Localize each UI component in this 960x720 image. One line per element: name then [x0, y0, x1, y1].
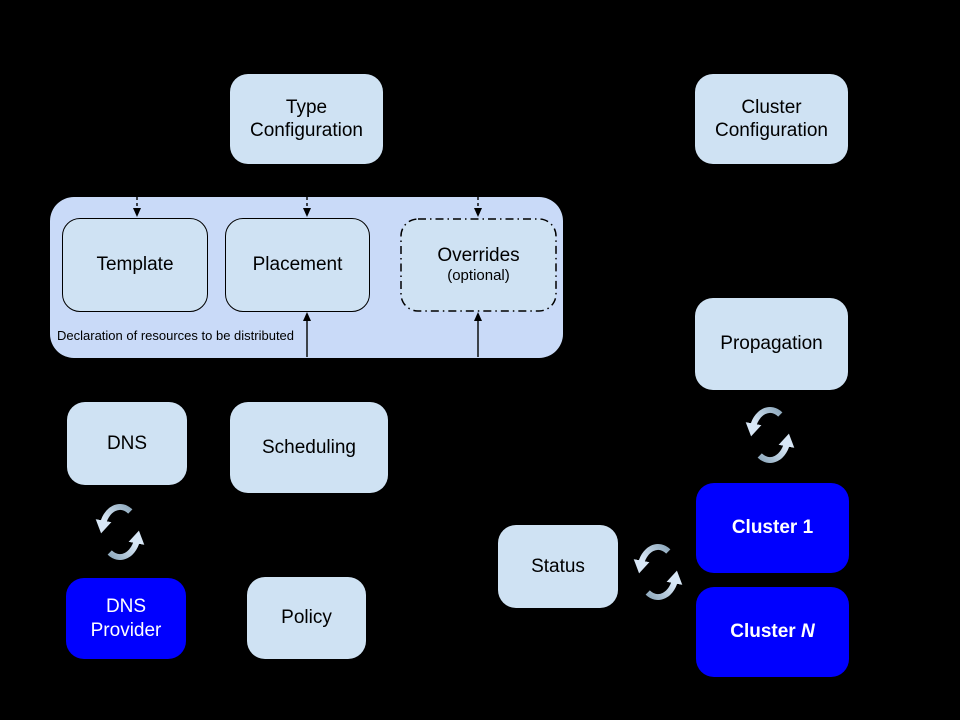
type-configuration-label-line2: Configuration [249, 120, 364, 141]
arrow-typeconfig-to-placement [303, 197, 311, 217]
sync-icon-status [633, 544, 683, 600]
scheduling-label: Scheduling [261, 436, 357, 458]
sync-icon-propagation [745, 407, 795, 463]
node-propagation: Propagation [695, 298, 848, 390]
container-caption: Declaration of resources to be distribut… [57, 328, 295, 343]
overrides-sublabel: (optional) [447, 267, 510, 285]
arrow-up-to-placement [303, 312, 311, 357]
cluster-1-label-suffix: 1 [802, 517, 814, 539]
type-configuration-label-line1: Type [285, 96, 328, 118]
sync-icon-dns [95, 504, 145, 560]
node-overrides: Overrides (optional) [400, 218, 557, 312]
overrides-label-group: Overrides (optional) [437, 244, 519, 285]
placement-label: Placement [252, 254, 343, 276]
cluster-n-label-suffix: N [801, 621, 815, 643]
resource-declaration-container: Template Placement Overrides (optional) … [50, 197, 563, 358]
cluster-n-label-prefix: Cluster [730, 621, 796, 643]
propagation-label: Propagation [720, 333, 823, 355]
dns-label: DNS [106, 432, 148, 454]
node-status: Status [498, 525, 618, 608]
node-dns: DNS [67, 402, 187, 485]
container-arrows [133, 197, 482, 357]
node-placement: Placement [225, 218, 370, 312]
arrow-up-to-overrides [474, 312, 482, 357]
overrides-dashdot-border [400, 218, 557, 312]
arrowhead-down-icon [133, 208, 141, 217]
dns-provider-label-line1: DNS [105, 596, 147, 618]
cluster-configuration-label-line2: Configuration [714, 120, 829, 141]
arrowhead-up-icon [303, 312, 311, 321]
node-template: Template [62, 218, 208, 312]
template-label: Template [96, 254, 174, 276]
dns-provider-label-line2: Provider [90, 619, 162, 641]
node-scheduling: Scheduling [230, 402, 388, 493]
arrowhead-up-icon [474, 312, 482, 321]
node-dns-provider: DNS Provider [66, 578, 186, 659]
arrowhead-down-icon [474, 208, 482, 217]
cluster-configuration-label-line1: Cluster [741, 96, 802, 118]
node-cluster-configuration: Cluster Configuration [695, 74, 848, 164]
arrow-typeconfig-to-template [133, 197, 141, 217]
policy-label: Policy [281, 607, 332, 629]
node-type-configuration: Type Configuration [230, 74, 383, 164]
arrowhead-down-icon [303, 208, 311, 217]
overrides-label: Overrides [437, 245, 520, 267]
cluster-1-label-prefix: Cluster [731, 517, 798, 539]
arrow-typeconfig-to-overrides [474, 197, 482, 217]
status-label: Status [531, 555, 585, 577]
node-policy: Policy [247, 577, 366, 659]
